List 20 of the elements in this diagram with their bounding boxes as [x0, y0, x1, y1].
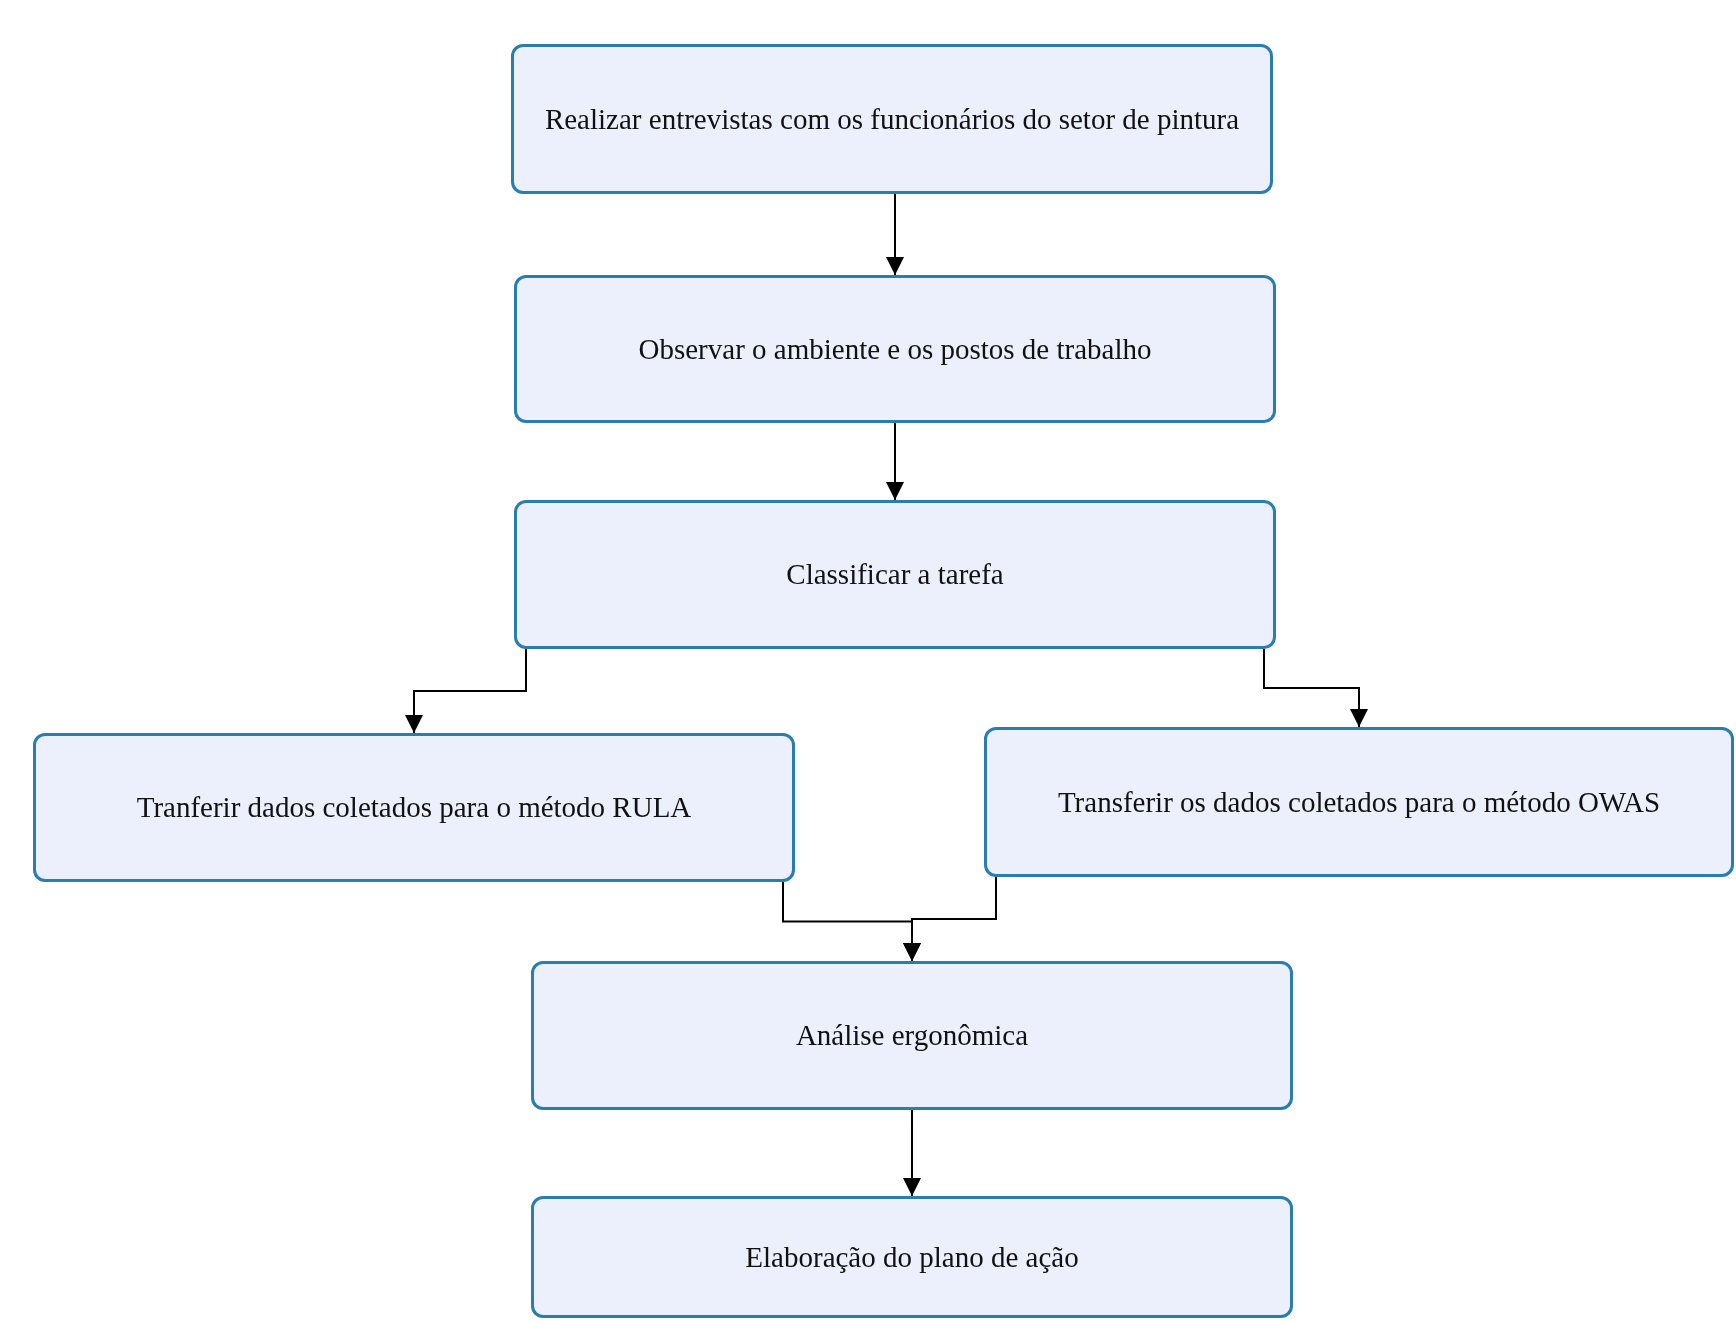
box-text: Observar o ambiente e os postos de trabalho	[638, 331, 1152, 367]
process-box	[511, 44, 1273, 194]
process-box	[984, 727, 1734, 877]
arrow	[886, 193, 904, 276]
process-box	[33, 733, 795, 882]
arrow	[886, 422, 904, 501]
process-box	[531, 1196, 1293, 1318]
box-text: Análise ergonômica	[795, 1018, 1029, 1053]
box-text: Transferir os dados coletados para o método OWAS	[1057, 784, 1661, 820]
arrow	[903, 876, 997, 962]
process-box	[514, 500, 1276, 649]
box-text: Elaboração do plano de ação	[745, 1239, 1079, 1275]
process-box	[531, 961, 1293, 1110]
arrow	[1263, 648, 1368, 728]
box-text: Realizar entrevistas com os funcionários do setor de pintura	[544, 101, 1240, 137]
box-text: Classificar a tarefa	[786, 557, 1004, 592]
process-box	[514, 275, 1276, 423]
arrow	[405, 648, 527, 734]
arrow	[903, 1109, 921, 1197]
box-text: Tranferir dados coletados para o método RULA	[136, 790, 692, 825]
